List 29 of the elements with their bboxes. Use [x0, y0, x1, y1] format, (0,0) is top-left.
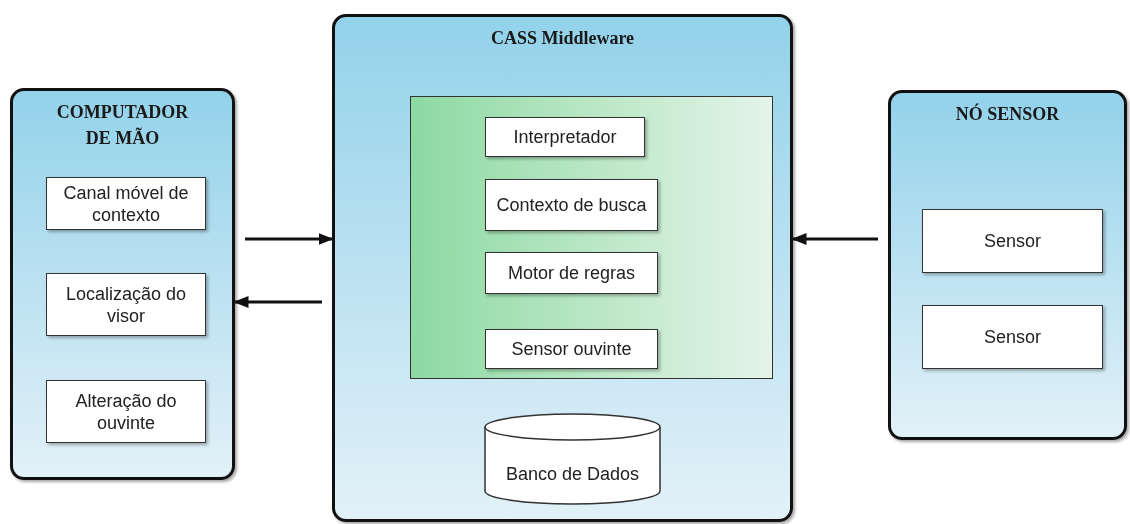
component-panel	[410, 96, 773, 379]
component-box	[46, 273, 206, 336]
box-label: Sensor ouvinte	[511, 338, 632, 360]
box-label: Alteração do ouvinte	[74, 389, 178, 434]
component-box	[485, 329, 658, 369]
arrow	[791, 233, 878, 245]
component-box	[46, 380, 206, 443]
component-box	[485, 179, 658, 231]
box-label: Localização do visor	[64, 282, 188, 327]
component-box	[922, 209, 1103, 273]
group-container	[888, 90, 1127, 440]
group-heading: NÓ SENSOR	[955, 102, 1060, 126]
box-label: Motor de regras	[507, 262, 636, 284]
group-container	[332, 14, 793, 522]
component-box	[485, 117, 645, 157]
box-label: Canal móvel de contexto	[62, 181, 190, 226]
component-box	[485, 252, 658, 294]
box-label: Contexto de busca	[496, 194, 647, 216]
group-heading: COMPUTADOR DE MÃO	[55, 101, 190, 150]
component-box	[46, 177, 206, 230]
box-label: Interpretador	[513, 126, 617, 148]
arrow	[233, 296, 322, 308]
group-heading: CASS Middleware	[490, 27, 635, 50]
box-label: Sensor	[983, 326, 1041, 348]
group-container	[10, 88, 235, 480]
arrow	[245, 233, 334, 245]
box-label: Banco de Dados	[505, 463, 640, 485]
component-box	[922, 305, 1103, 369]
box-label: Sensor	[983, 230, 1041, 252]
